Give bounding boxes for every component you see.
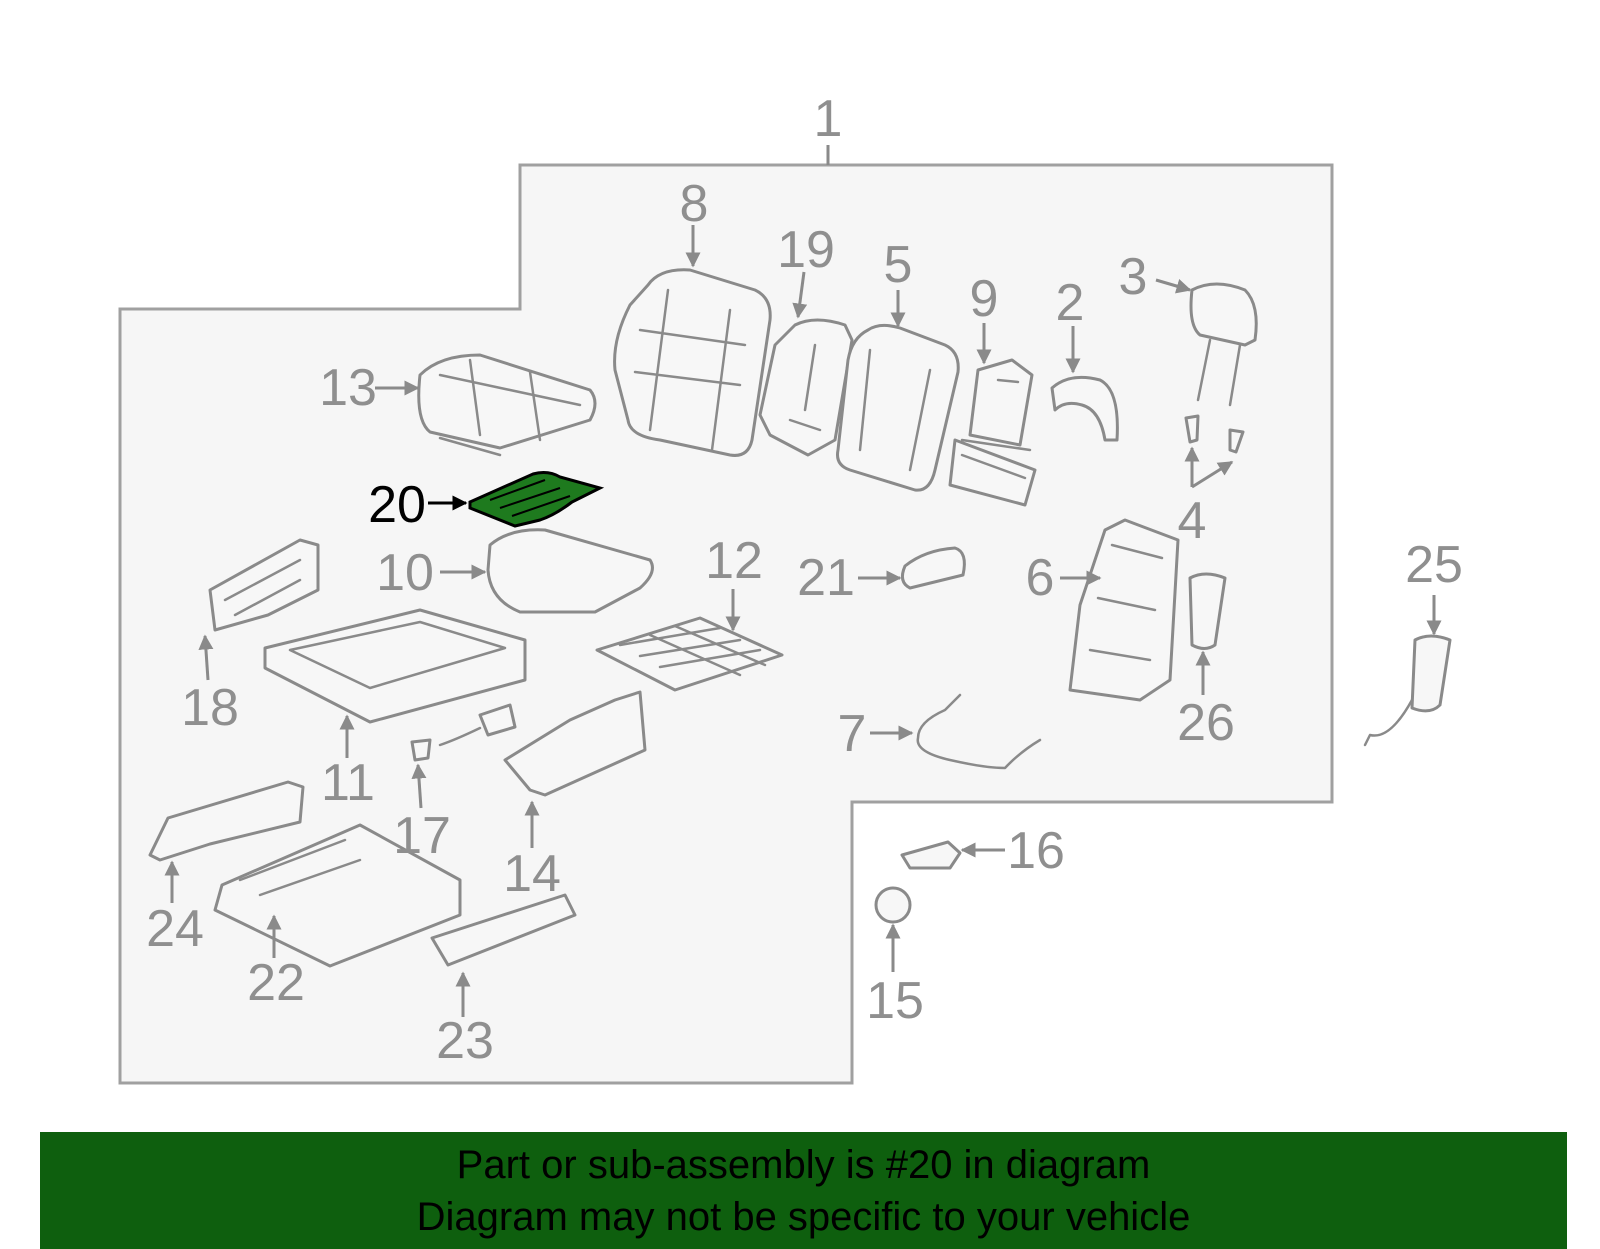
part-26-trim-panel [1188,572,1227,650]
part-11-cushion-frame [263,608,527,724]
leader-17 [411,763,427,809]
callout-5: 5 [884,236,913,294]
callout-20: 20 [368,476,426,534]
part-22-seat-adjuster [213,823,462,968]
callout-14: 14 [503,845,561,903]
part-20-seat-heater [468,471,605,528]
callout-19: 19 [777,221,835,279]
part-20-heater-wires [489,479,571,517]
callout-7: 7 [838,705,867,763]
callout-18: 18 [181,679,239,737]
callout-11: 11 [321,754,375,812]
part-5-seatback-frame [836,323,960,492]
part-25-side-module [1363,634,1452,747]
info-banner: Part or sub-assembly is #20 in diagram D… [40,1132,1567,1249]
part-24-bracket [148,780,305,862]
callout-24: 24 [146,900,204,958]
callout-12: 12 [705,532,763,590]
leader-19 [792,271,808,319]
part-12-spring-mat [595,616,784,692]
callout-23: 23 [436,1012,494,1070]
leader-3 [1155,278,1192,294]
banner-line-part: Part or sub-assembly is #20 in diagram [456,1142,1151,1187]
banner-line-disclaimer: Diagram may not be specific to your vehi… [416,1194,1191,1239]
callout-9: 9 [970,270,999,328]
callout-8: 8 [680,175,709,233]
leader-18 [198,634,214,681]
part-9-panel [948,358,1037,507]
part-8-seatback-cover [613,268,772,457]
leader-4b [1191,460,1234,489]
part-6-seatback-frame [1068,518,1180,702]
callout-13: 13 [319,359,377,417]
part-19-seatback-pad [758,318,854,457]
part-15-cap [874,886,912,924]
callout-6: 6 [1026,549,1055,607]
callout-21: 21 [797,549,855,607]
callout-22: 22 [247,954,305,1012]
callout-15: 15 [866,972,924,1030]
callout-4: 4 [1178,492,1207,550]
part-13-cushion-cover [417,353,597,457]
part-18-side-shield [208,538,320,632]
part-17-switch [410,703,517,762]
callout-10: 10 [376,544,434,602]
part-4-headrest-guides [1184,414,1245,454]
callout-16: 16 [1007,822,1065,880]
part-16-bezel [900,840,962,870]
callout-25: 25 [1405,536,1463,594]
part-21-handle [900,546,966,590]
part-2-trim-cover [1050,375,1119,442]
part-10-cushion-pad [486,528,654,614]
callout-2: 2 [1056,274,1085,332]
callout-1: 1 [814,90,843,148]
callout-3: 3 [1119,248,1148,306]
part-14-side-trim [503,690,647,797]
callout-17: 17 [393,807,451,865]
callout-26: 26 [1177,694,1235,752]
part-3-headrest [1189,282,1258,407]
part-23-cover [430,893,577,967]
part-7-wire-harness [916,693,1042,770]
